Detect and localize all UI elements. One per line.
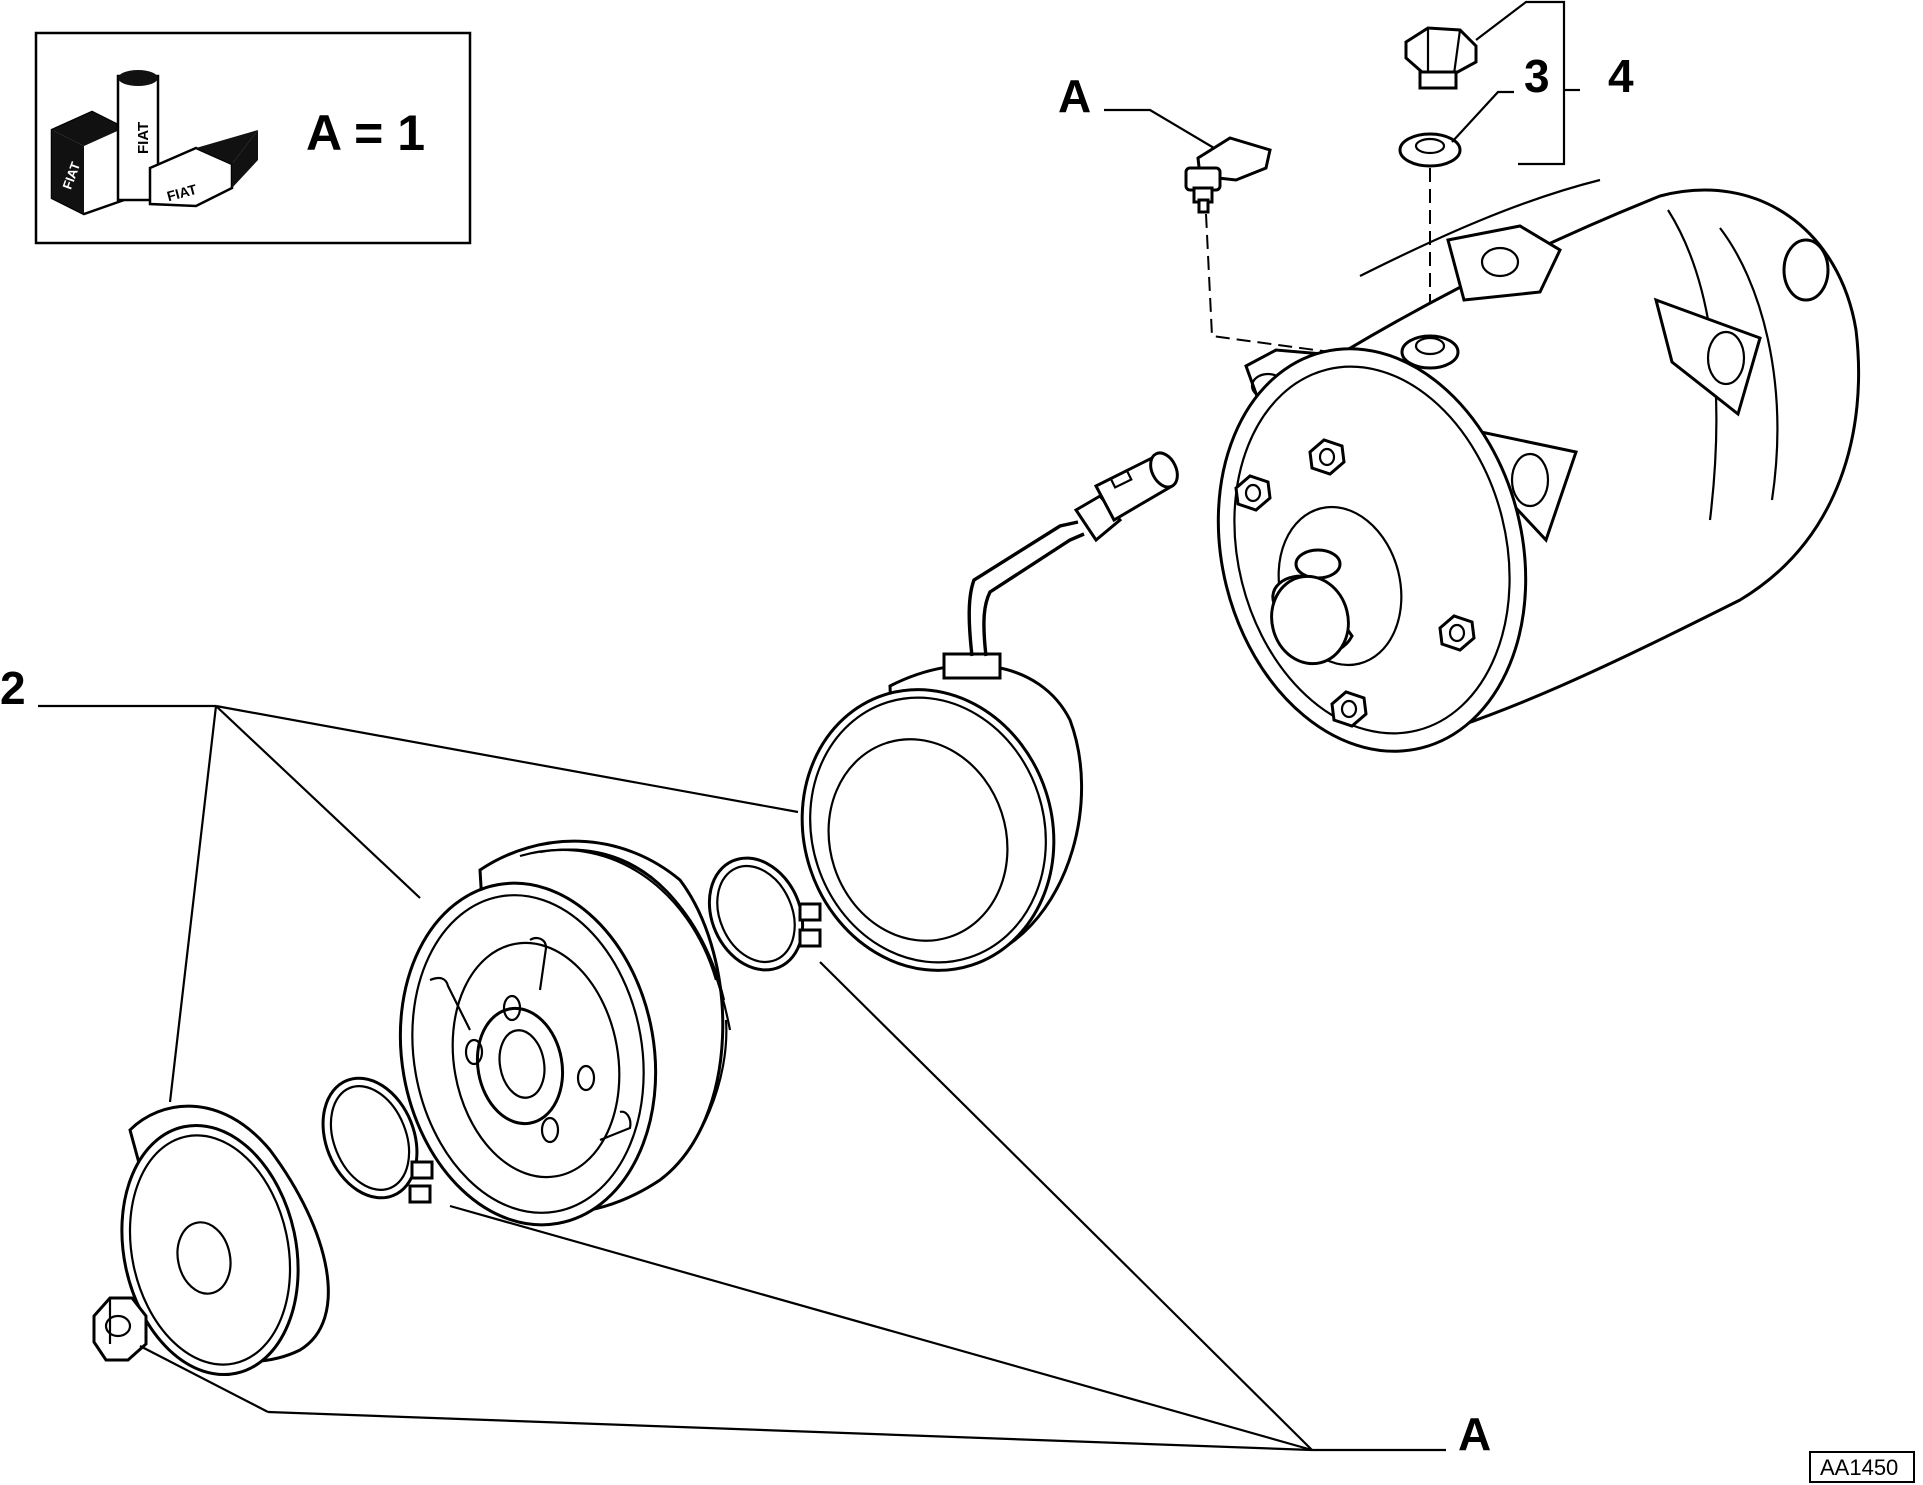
leader-lines-a-bottom	[139, 961, 1446, 1452]
reference-code: AA1450	[1820, 1455, 1898, 1480]
washer-icon	[1398, 132, 1462, 168]
legend-box: FIAT FIAT FIAT A = 1	[34, 31, 472, 245]
compressor-icon	[1216, 178, 1861, 753]
legend-logo-text-box: FIAT	[165, 181, 199, 204]
leader-lines-2	[38, 704, 799, 1103]
circlip-icon	[707, 856, 822, 972]
callout-a-bottom: A	[1458, 1408, 1491, 1460]
circlip-icon-2	[321, 1076, 434, 1204]
callout-3: 3	[1524, 50, 1550, 102]
callout-2: 2	[0, 662, 26, 714]
legend-text: A = 1	[306, 105, 425, 161]
clutch-plate-icon	[120, 1104, 330, 1377]
fiat-kit-icon: FIAT FIAT FIAT	[50, 70, 258, 216]
clutch-coil-icon	[800, 451, 1179, 972]
pulley-icon	[398, 839, 732, 1227]
face-bolt-icon	[1234, 438, 1476, 728]
legend-logo-text-can: FIAT	[135, 122, 152, 154]
callout-a-top: A	[1058, 70, 1091, 122]
callout-4: 4	[1608, 50, 1634, 102]
reference-code-box: AA1450	[1809, 1451, 1915, 1483]
leader-lines-top	[1104, 0, 1580, 166]
nut-icon	[92, 1296, 148, 1362]
bolt-icon	[1404, 26, 1478, 90]
sensor-icon	[1184, 136, 1272, 214]
